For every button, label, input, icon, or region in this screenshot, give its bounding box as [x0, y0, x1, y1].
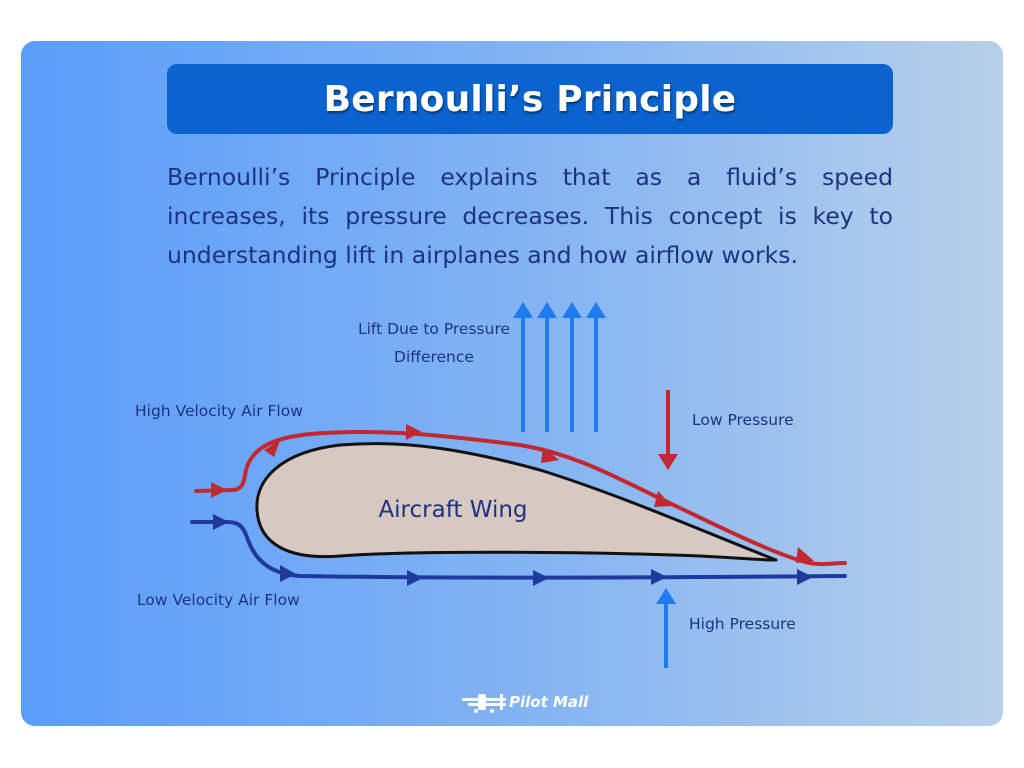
- lift-arrows: [513, 302, 606, 432]
- lift-label-line2: Difference: [394, 348, 474, 366]
- description-text: Bernoulli’s Principle explains that as a…: [167, 163, 893, 269]
- flow-arrowhead: [211, 482, 227, 498]
- flow-arrowhead: [213, 514, 229, 530]
- flow-arrowhead: [796, 547, 814, 563]
- airplane-logo-icon: [462, 694, 506, 713]
- aircraft-wing: [255, 442, 778, 562]
- flow-arrowhead: [280, 565, 296, 582]
- low-pressure-label: Low Pressure: [692, 411, 794, 429]
- logo-text: Pilot Mall: [509, 693, 589, 711]
- wing-label: Aircraft Wing: [378, 497, 527, 523]
- pilot-mall-logo: Pilot Mall: [462, 693, 589, 713]
- flow-arrowhead: [797, 569, 813, 585]
- page-title: Bernoulli’s Principle: [323, 78, 737, 120]
- flow-arrowhead: [264, 440, 280, 457]
- flow-arrowhead: [541, 447, 559, 463]
- lift-arrow: [537, 302, 557, 432]
- lift-label-line1: Lift Due to Pressure: [358, 320, 510, 338]
- flow-arrowhead: [651, 569, 667, 585]
- flow-arrowhead: [407, 570, 423, 586]
- lift-arrow: [513, 302, 533, 432]
- flow-arrowhead: [533, 570, 549, 586]
- low-velocity-flow: [190, 514, 847, 586]
- high-velocity-label: High Velocity Air Flow: [135, 402, 303, 420]
- lift-arrow: [562, 302, 582, 432]
- lift-arrow: [586, 302, 606, 432]
- low-velocity-label: Low Velocity Air Flow: [137, 591, 300, 609]
- flow-arrowhead: [406, 424, 422, 440]
- title-banner: Bernoulli’s Principle: [167, 64, 893, 134]
- high-velocity-flow: [194, 424, 847, 567]
- high-pressure-arrow: [656, 588, 676, 668]
- low-pressure-arrow: [658, 390, 678, 470]
- infographic-card: Bernoulli’s Principle Bernoulli’s Princi…: [21, 41, 1003, 726]
- flow-arrowhead: [654, 491, 672, 507]
- high-pressure-label: High Pressure: [689, 615, 796, 633]
